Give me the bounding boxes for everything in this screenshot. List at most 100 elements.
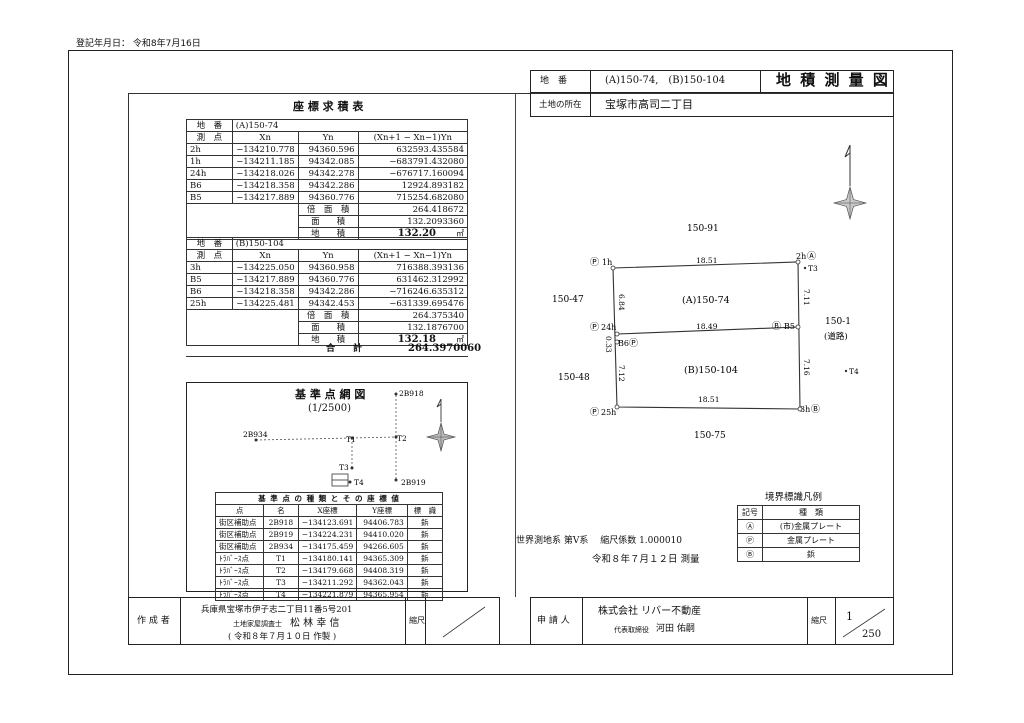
col-header: Xn bbox=[231, 249, 299, 262]
applicant-label: 申 請 人 bbox=[537, 616, 570, 626]
scale-numerator: 1 bbox=[846, 610, 853, 623]
reference-network-diagram: 2B918 2B934 T1 T2 T3 T4 2B919 bbox=[243, 389, 457, 487]
col-header: 標 識 bbox=[406, 504, 444, 517]
survey-date: 令和８年７月１２日 測量 bbox=[592, 554, 700, 565]
calc-title: 座 標 求 積 表 bbox=[293, 100, 364, 113]
inner-frame bbox=[128, 93, 894, 645]
applicant-block bbox=[530, 597, 894, 645]
ref-table-title: 基 準 点 の 種 類 と そ の 座 標 値 bbox=[215, 492, 443, 505]
adj-east-sub: (道路) bbox=[824, 331, 848, 342]
legend-title: 境界標識凡例 bbox=[765, 492, 823, 503]
dist-right-b: 7.16 bbox=[802, 359, 811, 376]
adj-west-b: 150-48 bbox=[558, 373, 590, 383]
dist-left-a: 6.84 bbox=[617, 294, 626, 311]
chiban: (A)150-74 bbox=[231, 119, 469, 132]
pt-2h: 2h bbox=[796, 252, 806, 261]
registration-date: 登記年月日： 令和8年7月16日 bbox=[76, 39, 201, 49]
double-area-label: 倍 面 積 bbox=[297, 203, 359, 216]
col-header: Y座標 bbox=[356, 504, 408, 517]
outer-frame bbox=[68, 50, 953, 675]
mark-p: Ⓟ bbox=[590, 322, 599, 333]
label: 測 点 bbox=[186, 249, 233, 262]
double-area-label: 倍 面 積 bbox=[297, 309, 359, 322]
label: 地 番 bbox=[186, 237, 233, 250]
dist-left-b: 7.12 bbox=[617, 365, 626, 382]
pt-1h: 1h bbox=[602, 258, 612, 267]
adj-west-a: 150-47 bbox=[552, 295, 584, 305]
lot-b: (B)150-104 bbox=[684, 365, 738, 376]
pt-2b919: 2B919 bbox=[401, 478, 426, 487]
label: 地 番 bbox=[186, 119, 233, 132]
area: 132.1876700 bbox=[357, 321, 469, 334]
chiseki-label: 地 積 bbox=[297, 333, 359, 346]
chiban: (B)150-104 bbox=[231, 237, 469, 250]
location-label: 土地の所在 bbox=[539, 100, 582, 110]
dist-left-small: 0.33 bbox=[604, 336, 613, 353]
total-value: 264.3970060 bbox=[408, 343, 482, 354]
double-area: 264.375340 bbox=[357, 309, 469, 322]
col-header: X座標 bbox=[297, 504, 358, 517]
mark-p: Ⓟ bbox=[590, 407, 599, 418]
col-header: Yn bbox=[297, 131, 359, 144]
dist-bottom: 18.51 bbox=[698, 395, 719, 404]
adj-north: 150-91 bbox=[687, 224, 719, 234]
double-area: 264.418672 bbox=[357, 203, 469, 216]
chiban-label: 地 番 bbox=[540, 76, 568, 86]
dist-right-a: 7.11 bbox=[802, 289, 811, 306]
dist-mid: 18.49 bbox=[696, 322, 718, 331]
pt-t2: T2 bbox=[397, 434, 407, 443]
mark-a: Ⓐ bbox=[807, 251, 816, 262]
pt-t4: T4 bbox=[354, 478, 364, 487]
mark-p: Ⓟ bbox=[590, 257, 599, 268]
pt-24h: 24h bbox=[601, 323, 616, 332]
ref-title: 基 準 点 網 図 bbox=[295, 388, 366, 401]
scale-label: 縮尺 bbox=[811, 616, 827, 625]
lot-a: (A)150-74 bbox=[682, 295, 730, 306]
rep-title: 代表取締役 bbox=[614, 626, 649, 634]
creator-title: 土地家屋調査士 bbox=[233, 620, 282, 628]
creator-date: ( 令和８年７月１０日 作製 ) bbox=[228, 632, 337, 642]
creator-name: 松 林 幸 信 bbox=[290, 618, 340, 629]
chiban-value: (A)150-74, (B)150-104 bbox=[605, 75, 726, 86]
adj-east: 150-1 bbox=[825, 317, 851, 327]
north-arrow-icon bbox=[832, 144, 868, 221]
pt-t4: T4 bbox=[849, 367, 859, 376]
pt-t3: T3 bbox=[808, 264, 818, 273]
adj-south: 150-75 bbox=[694, 431, 726, 441]
creator-block bbox=[128, 597, 500, 645]
pt-b6: B6 bbox=[618, 339, 629, 348]
scale-denominator: 250 bbox=[862, 629, 882, 640]
pt-b5: B5 bbox=[784, 322, 795, 331]
creator-label: 作 成 者 bbox=[137, 616, 170, 626]
coordinate-system: 世界測地系 第Ⅴ系 縮尺係数 1.000010 bbox=[516, 536, 683, 546]
area-label: 面 積 bbox=[297, 321, 359, 334]
col-header: Xn bbox=[231, 131, 299, 144]
ref-scale: (1/2500) bbox=[308, 403, 351, 414]
mark-b: Ⓑ bbox=[811, 404, 820, 415]
location-header bbox=[530, 93, 894, 117]
col-header: (Xn+1 − Xn−1)Yn bbox=[357, 249, 469, 262]
mark-b: Ⓑ bbox=[772, 321, 781, 332]
page-title: 地 積 測 量 図 bbox=[776, 71, 890, 89]
dist-top: 18.51 bbox=[696, 256, 717, 265]
scale-label: 縮尺 bbox=[409, 616, 425, 625]
company-name: 株式会社 リバー不動産 bbox=[598, 606, 702, 617]
rep-name: 河田 佑嗣 bbox=[656, 624, 695, 634]
pt-t1: T1 bbox=[346, 435, 356, 444]
area-label: 面 積 bbox=[297, 215, 359, 228]
chiseki: 132.18 ㎡ bbox=[357, 333, 469, 346]
col-header: Yn bbox=[297, 249, 359, 262]
